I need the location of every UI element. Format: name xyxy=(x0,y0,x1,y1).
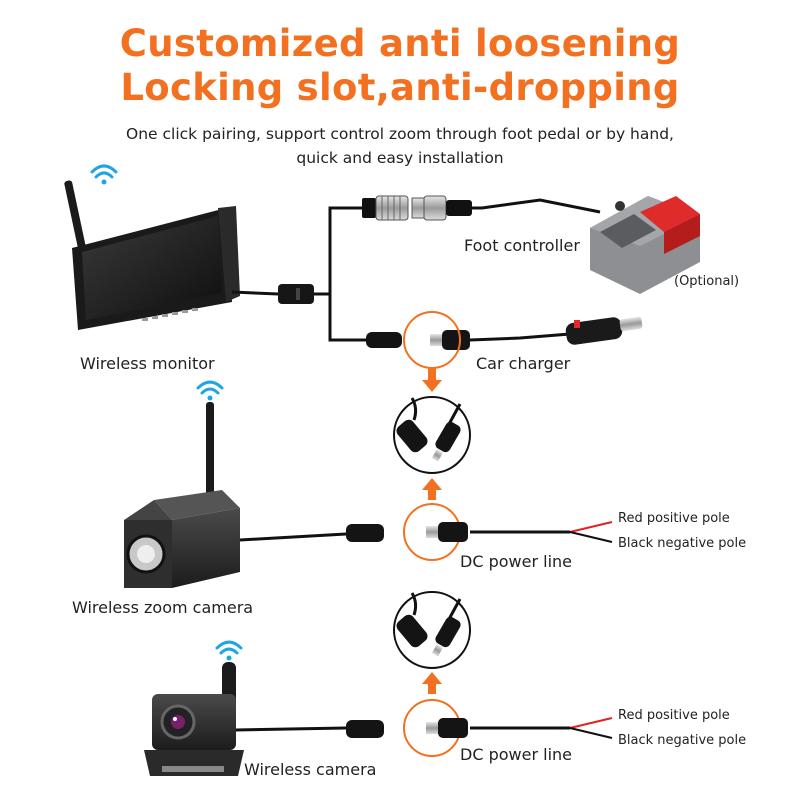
zoom-camera-cable xyxy=(239,530,570,542)
wireless-zoom-camera-label: Wireless zoom camera xyxy=(72,598,254,617)
wireless-monitor-label: Wireless monitor xyxy=(80,354,215,373)
dc-connector-camera xyxy=(346,718,468,738)
subtitle-line-2: quick and easy installation xyxy=(296,149,504,167)
camera-cable xyxy=(235,726,570,732)
foot-controller xyxy=(590,196,700,294)
aviation-connector xyxy=(362,195,472,221)
wireless-camera xyxy=(144,640,244,776)
dc-power-line-label: DC power line xyxy=(460,552,572,571)
wireless-camera-label: Wireless camera xyxy=(244,760,377,779)
wireless-zoom-camera xyxy=(124,380,240,588)
arrow-down-icon xyxy=(422,368,442,392)
dc-connector-zoom xyxy=(346,522,468,542)
monitor-cables xyxy=(231,198,601,342)
dc-connector-monitor xyxy=(366,330,470,350)
bare-wires-lower xyxy=(569,717,613,739)
foot-controller-label: Foot controller xyxy=(464,236,580,255)
wifi-icon xyxy=(215,640,243,661)
y-splitter xyxy=(278,284,314,304)
optional-label: (Optional) xyxy=(674,274,740,289)
red-positive-label: Red positive pole xyxy=(618,708,730,723)
title-line-1: Customized anti loosening xyxy=(119,22,681,65)
black-negative-label: Black negative pole xyxy=(618,536,747,551)
subtitle-line-1: One click pairing, support control zoom … xyxy=(126,125,674,143)
bare-wires-upper xyxy=(569,521,613,543)
black-negative-label: Black negative pole xyxy=(618,733,747,748)
dc-power-line-label: DC power line xyxy=(460,745,572,764)
wireless-monitor xyxy=(64,164,240,330)
car-charger xyxy=(565,316,643,345)
red-positive-label: Red positive pole xyxy=(618,511,730,526)
connector-detail-bottom xyxy=(393,591,471,669)
arrow-up-icon xyxy=(422,478,442,500)
wifi-icon xyxy=(90,164,118,185)
car-charger-label: Car charger xyxy=(476,354,571,373)
arrow-up-icon xyxy=(422,672,442,694)
wifi-icon xyxy=(196,380,224,401)
title-line-2: Locking slot,anti-dropping xyxy=(120,66,680,109)
connector-detail-top xyxy=(393,396,471,474)
